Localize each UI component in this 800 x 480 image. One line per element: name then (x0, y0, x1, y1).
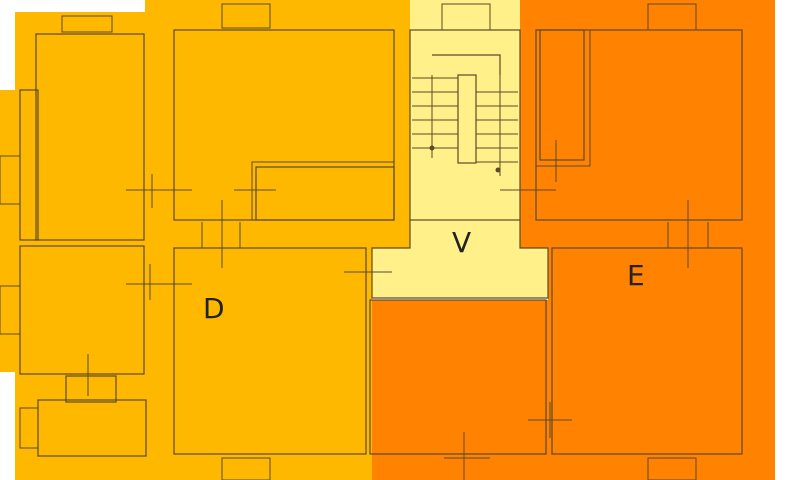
window-top-4 (647, 3, 697, 31)
room-e-top-inner (539, 29, 585, 161)
stair-treads-left (412, 77, 458, 149)
door-mark-10 (444, 432, 490, 480)
door-mark-9 (528, 402, 572, 438)
room-e-top-step (536, 30, 591, 167)
label-stair-v: V (452, 226, 471, 259)
door-mark-4 (126, 264, 192, 300)
room-d-main[interactable] (173, 247, 367, 455)
window-top-1 (61, 15, 113, 33)
window-bottom-2 (647, 457, 697, 480)
window-bottom-1 (221, 457, 271, 480)
stair-landing (432, 54, 501, 75)
room-d-alcove (255, 166, 395, 221)
door-mark-3 (201, 200, 241, 268)
room-e-top[interactable] (535, 29, 743, 221)
door-marks (87, 140, 709, 480)
window-left-2 (0, 285, 21, 335)
zone-unit-d[interactable] (0, 0, 410, 480)
unit-e-rooms (369, 29, 743, 455)
zone-unit-e[interactable] (372, 0, 775, 480)
stair-arrow-right (495, 167, 501, 173)
label-unit-e: E (627, 259, 645, 292)
stair-inner-wall (457, 74, 477, 164)
stair-landing-lower (371, 220, 549, 299)
room-d-bottom-left-bump (65, 375, 117, 403)
door-mark-8 (667, 200, 709, 268)
windows (0, 3, 697, 480)
room-e-south-west[interactable] (369, 299, 547, 455)
stair-arrow-left (429, 145, 435, 151)
room-d-top-left[interactable] (35, 33, 145, 241)
unit-d-rooms (19, 29, 395, 457)
window-top-2 (221, 3, 271, 29)
room-d-alcove-step (251, 161, 394, 220)
door-mark-7 (500, 140, 557, 191)
door-mark-1 (126, 174, 192, 208)
window-left-3 (19, 407, 39, 449)
window-top-3 (441, 3, 491, 31)
zone-stair-core-v[interactable] (372, 0, 548, 298)
label-unit-d: D (203, 292, 225, 325)
room-e-main[interactable] (551, 247, 743, 455)
window-left-1 (0, 155, 21, 205)
stair-treads-right (476, 91, 518, 163)
